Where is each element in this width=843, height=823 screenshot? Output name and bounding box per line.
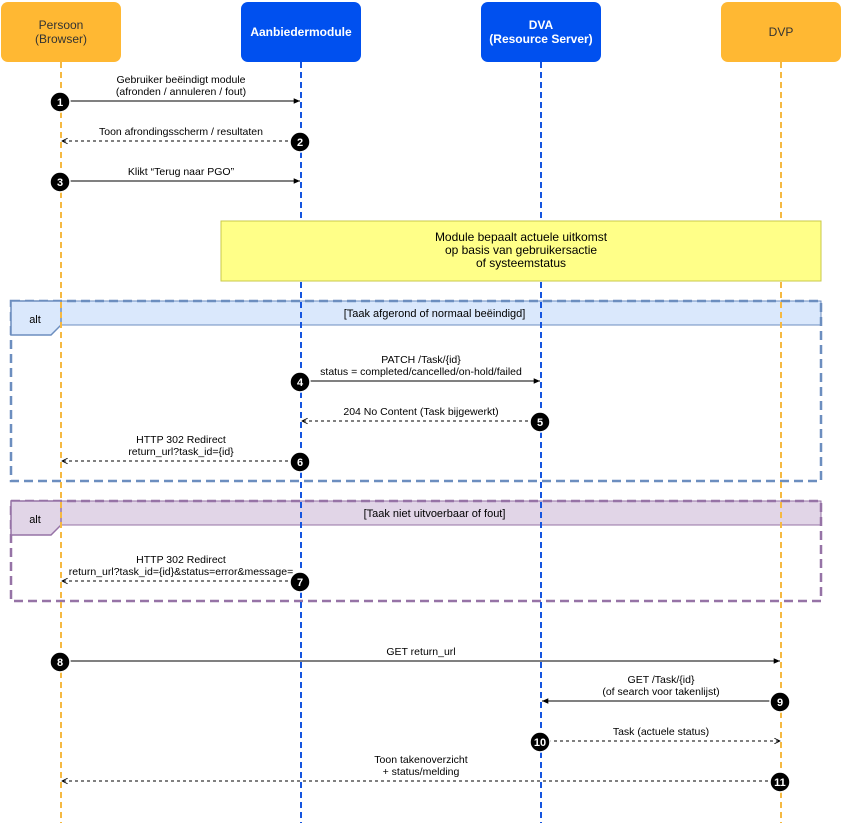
participant-label: DVA: [529, 18, 554, 32]
step-badge: [289, 371, 311, 393]
message-label: PATCH /Task/{id}: [381, 354, 461, 366]
step-badge: [529, 411, 551, 433]
alt-condition-label: [Taak afgerond of normaal beëindigd]: [344, 308, 526, 320]
alt-condition-label: [Taak niet uitvoerbaar of fout]: [364, 508, 506, 520]
message-6: HTTP 302 Redirectreturn_url?task_id={id}…: [62, 434, 311, 473]
message-1: Gebruiker beëindigt module(afronden / an…: [49, 74, 300, 113]
alt-frame-border: [9, 499, 823, 603]
note-text: Module bepaalt actuele uitkomst: [435, 230, 608, 244]
message-label: Toon takenoverzicht: [374, 754, 467, 766]
alt-operator-label: alt: [29, 514, 41, 526]
note-text: op basis van gebruikersactie: [445, 243, 597, 257]
step-badge: [769, 691, 791, 713]
step-badge: [289, 571, 311, 593]
message-label: (afronden / annuleren / fout): [116, 86, 246, 98]
participant-box: [1, 2, 121, 62]
message-label: Task (actuele status): [613, 726, 709, 738]
step-number: 4: [297, 377, 304, 389]
participant-label: (Browser): [35, 32, 87, 46]
message-11: Toon takenoverzicht+ status/melding 11: [62, 754, 791, 793]
message-label: HTTP 302 Redirect: [136, 554, 226, 566]
step-number: 2: [297, 137, 303, 149]
step-number: 7: [297, 577, 303, 589]
message-label: (of search voor takenlijst): [602, 686, 719, 698]
participant-persoon: Persoon(Browser): [1, 2, 121, 62]
message-label: Toon afrondingsscherm / resultaten: [99, 126, 263, 138]
participant-box: [721, 2, 841, 62]
step-badge: [49, 91, 71, 113]
alt-operator-label: alt: [29, 314, 41, 326]
participant-box: [481, 2, 601, 62]
participant-dva: DVA(Resource Server): [481, 2, 601, 62]
message-label: return_url?task_id={id}: [128, 446, 234, 458]
step-badge: [769, 771, 791, 793]
message-7: HTTP 302 Redirectreturn_url?task_id={id}…: [62, 554, 311, 593]
message-10: Task (actuele status) 10: [529, 726, 780, 753]
step-badge: [49, 171, 71, 193]
message-3: Klikt “Terug naar PGO” 3: [49, 166, 300, 193]
message-2: Toon afrondingsscherm / resultaten 2: [62, 126, 311, 153]
message-label: return_url?task_id={id}&status=error&mes…: [69, 566, 293, 578]
step-number: 10: [534, 737, 546, 749]
message-label: + status/melding: [383, 766, 460, 778]
message-5: 204 No Content (Task bijgewerkt) 5: [302, 406, 551, 433]
note-text: of systeemstatus: [476, 256, 566, 270]
participant-box: [241, 2, 361, 62]
message-8: GET return_url 8: [49, 646, 780, 673]
message-label: HTTP 302 Redirect: [136, 434, 226, 446]
message-label: Gebruiker beëindigt module: [117, 74, 246, 86]
step-number: 3: [57, 177, 63, 189]
alt-frame-border: [9, 299, 823, 483]
alt-condition-band: [47, 300, 822, 326]
note-rect: [220, 220, 822, 282]
participant-label: DVP: [769, 25, 794, 39]
step-number: 5: [537, 417, 543, 429]
alt-operator-tab: [10, 300, 62, 336]
alt-frame-2: alt [Taak niet uitvoerbaar of fout]: [9, 499, 823, 603]
message-label: GET /Task/{id}: [628, 674, 695, 686]
step-badge: [529, 731, 551, 753]
participant-aanbieder: Aanbiedermodule: [241, 2, 361, 62]
participant-label: Aanbiedermodule: [250, 25, 352, 39]
message-4: PATCH /Task/{id}status = completed/cance…: [289, 354, 540, 393]
message-label: status = completed/cancelled/on-hold/fai…: [320, 366, 522, 378]
step-badge: [289, 131, 311, 153]
step-badge: [289, 451, 311, 473]
message-label: Klikt “Terug naar PGO”: [128, 166, 235, 178]
step-number: 6: [297, 457, 303, 469]
participant-label: (Resource Server): [489, 32, 592, 46]
participant-dvp: DVP: [721, 2, 841, 62]
alt-operator-tab: [10, 500, 62, 536]
step-number: 11: [774, 777, 786, 789]
message-label: GET return_url: [386, 646, 455, 658]
step-badge: [49, 651, 71, 673]
step-number: 8: [57, 657, 63, 669]
step-number: 1: [57, 97, 63, 109]
step-number: 9: [777, 697, 783, 709]
participant-label: Persoon: [39, 18, 84, 32]
message-label: 204 No Content (Task bijgewerkt): [343, 406, 498, 418]
alt-frame-1: alt [Taak afgerond of normaal beëindigd]: [9, 299, 823, 483]
message-9: GET /Task/{id}(of search voor takenlijst…: [542, 674, 791, 713]
